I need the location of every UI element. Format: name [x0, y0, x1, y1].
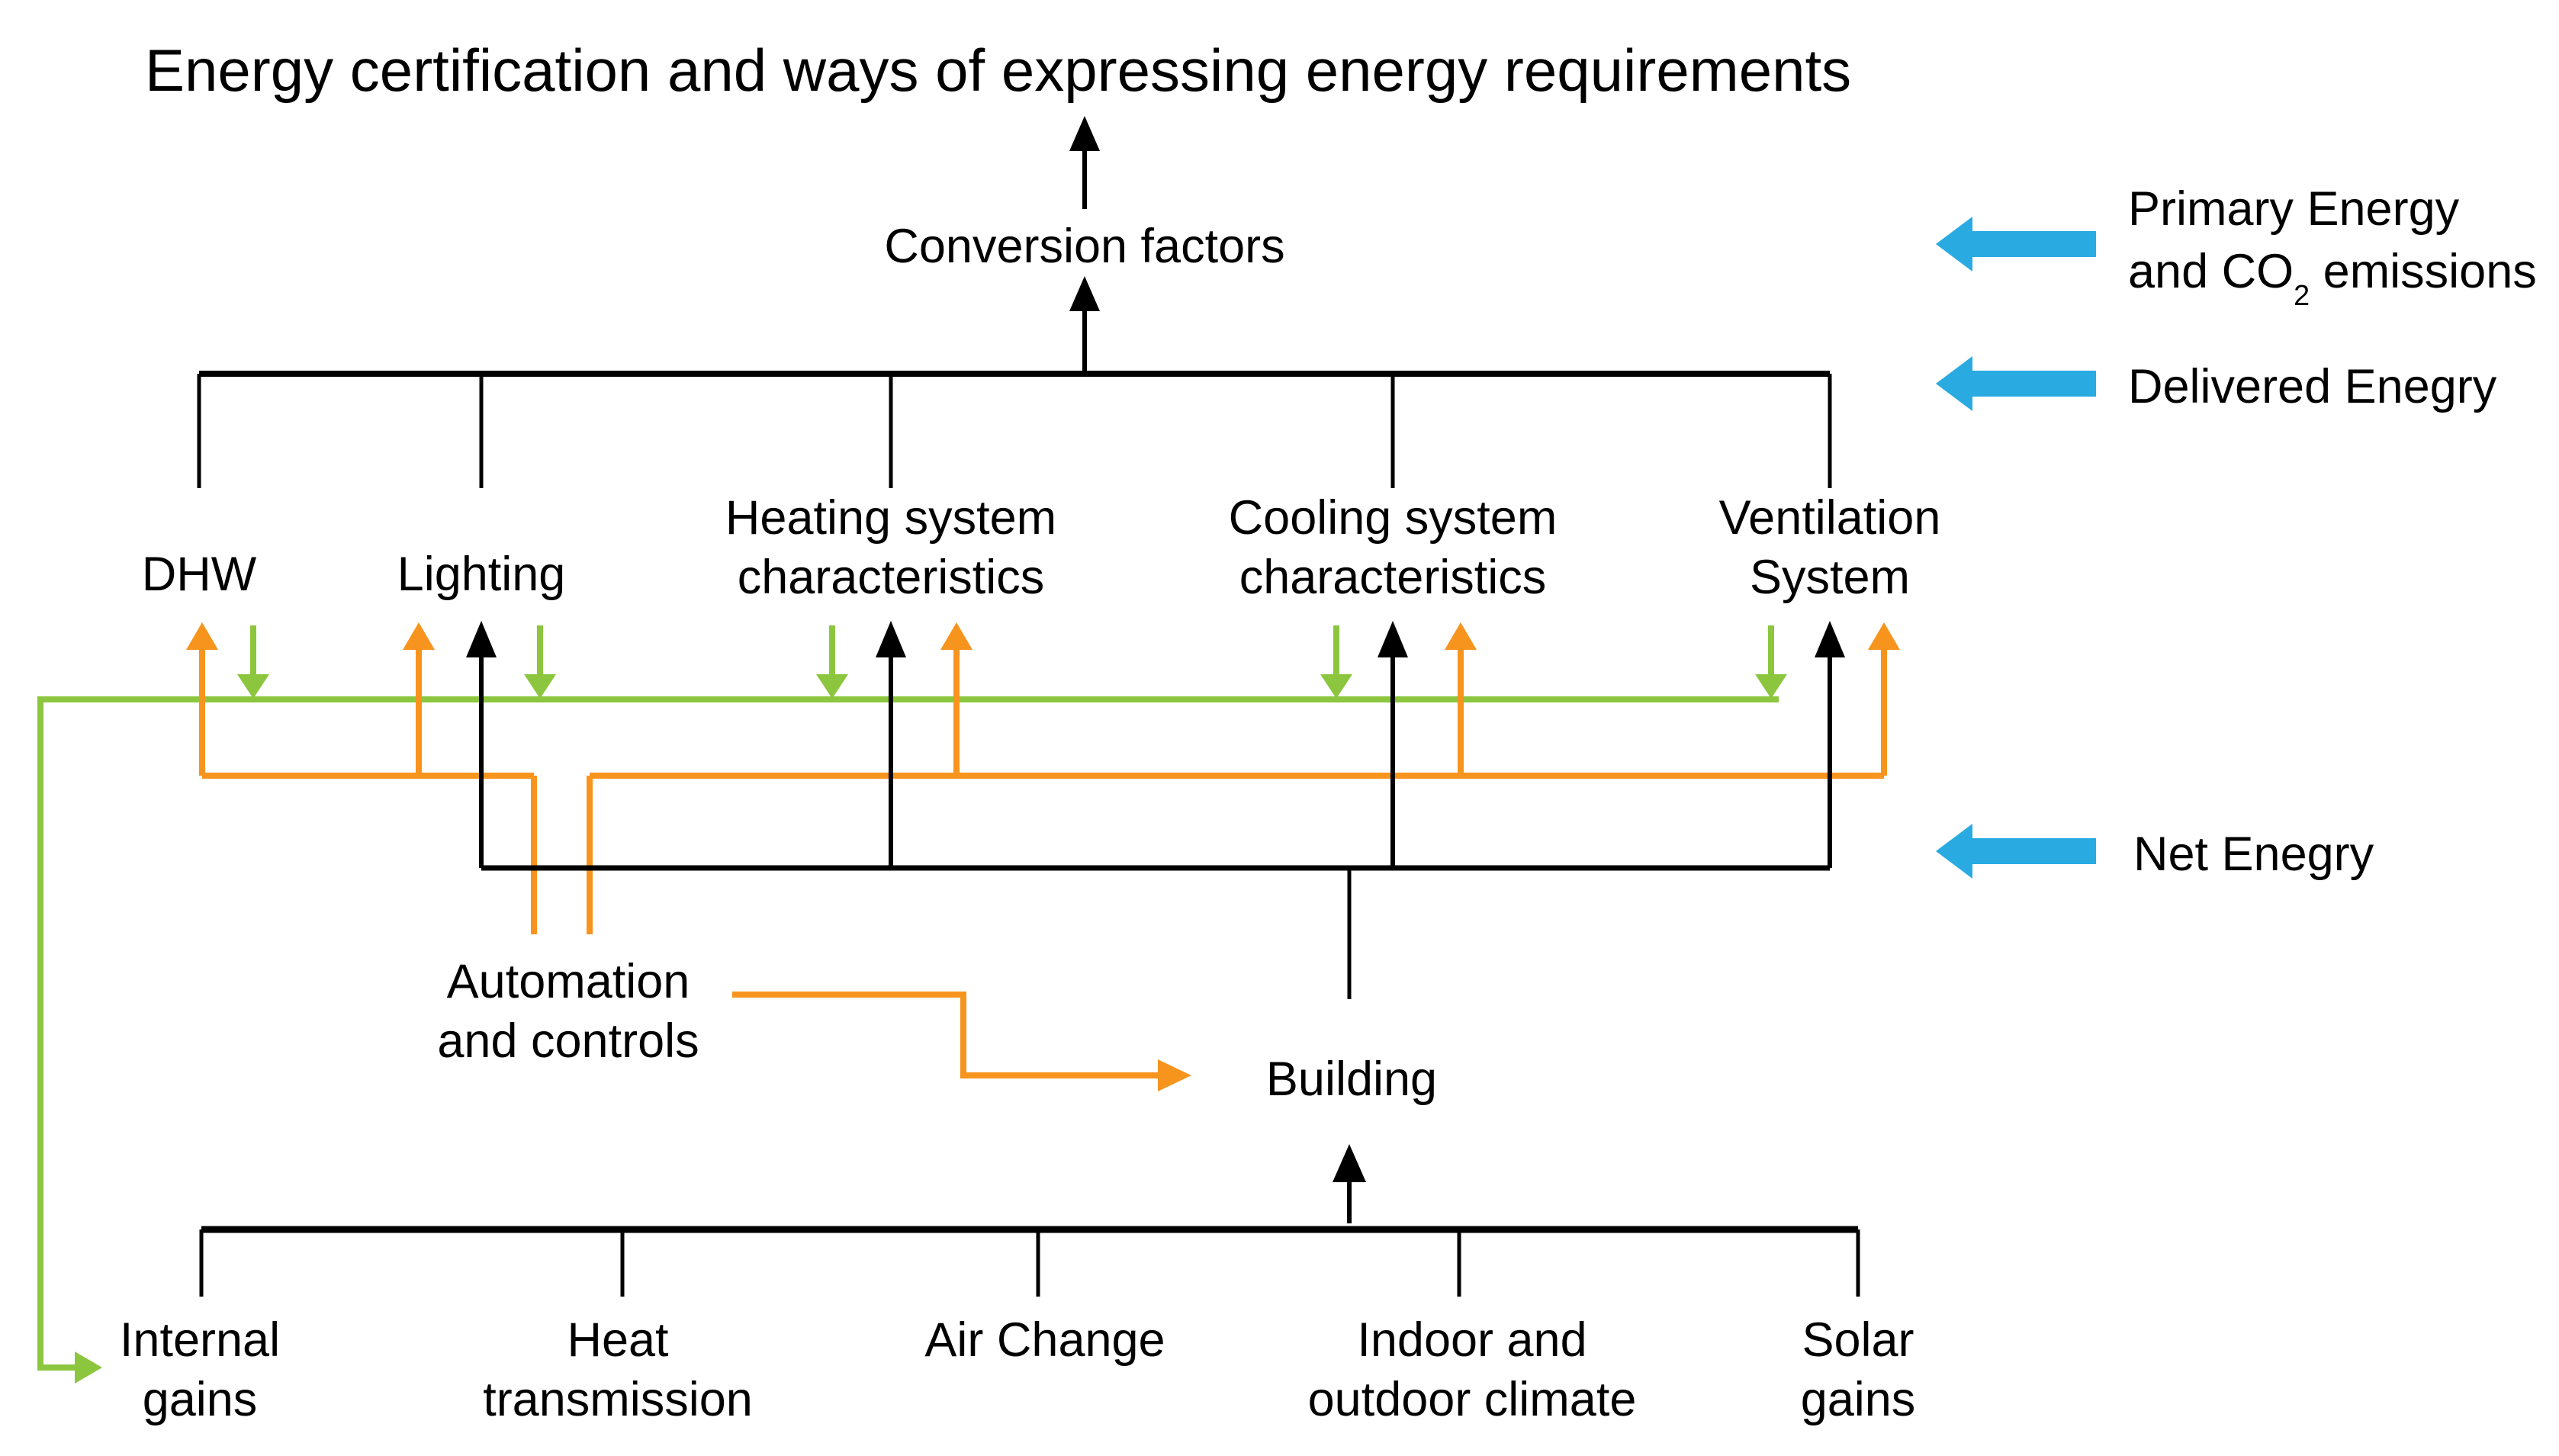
node-internal-gains-line1: Internal [119, 1313, 281, 1367]
green-down-head-ventilation [1755, 674, 1787, 699]
legend-arrows [1936, 217, 2096, 879]
legend-primary-line2-post: emissions [2310, 245, 2537, 298]
node-indoor-outdoor-line1: Indoor and [1357, 1313, 1587, 1367]
node-solar-gains-line1: Solar [1802, 1313, 1914, 1367]
page-title: Energy certification and ways of express… [145, 37, 1852, 104]
node-indoor-outdoor-climate: Indoor and outdoor climate [1308, 1310, 1637, 1429]
node-ventilation-line2: System [1749, 551, 1911, 604]
node-solar-gains-line2: gains [1800, 1373, 1916, 1426]
primary-energy-arrow-icon [1936, 217, 2096, 272]
node-solar-gains: Solar gains [1801, 1310, 1916, 1429]
node-heating-line2: characteristics [737, 551, 1045, 604]
node-ventilation-system: Ventilation System [1719, 488, 1941, 607]
legend-primary-line2-pre: and CO [2128, 245, 2294, 298]
orange-step-arrow-to-building-head [1158, 1059, 1191, 1091]
arrow-to-top-head [1069, 116, 1100, 151]
internal-gains-green-bus [37, 625, 1787, 1384]
green-arrowhead-to-internal-gains [75, 1352, 102, 1384]
black-up-head-heating [876, 621, 906, 657]
legend-delivered-energy: Delivered Enegry [2128, 360, 2497, 413]
green-down-head-cooling [1320, 674, 1352, 699]
node-lighting: Lighting [397, 545, 566, 604]
orange-up-head-cooling [1445, 622, 1477, 650]
building-inputs-bus [199, 1144, 1860, 1297]
orange-step-arrow-to-building-path [732, 992, 1158, 1078]
automation-orange-bus [186, 622, 1900, 1091]
node-air-change: Air Change [924, 1310, 1165, 1370]
orange-up-head-ventilation [1868, 622, 1900, 650]
node-lighting-line: Lighting [397, 548, 566, 601]
node-indoor-outdoor-line2: outdoor climate [1307, 1373, 1637, 1426]
node-dhw-line: DHW [141, 548, 257, 601]
node-conversion-factors: Conversion factors [884, 220, 1285, 273]
node-internal-gains-line2: gains [142, 1373, 258, 1426]
arrow-inputs-to-building-head [1333, 1144, 1366, 1182]
node-air-change-line: Air Change [924, 1313, 1165, 1367]
green-down-head-dhw [237, 674, 269, 699]
legend-primary-energy: Primary Energy and CO2 emissions [2128, 178, 2537, 310]
legend-primary-line2: and CO2 emissions [2128, 240, 2537, 310]
black-up-head-lighting [466, 621, 497, 657]
delivered-energy-bus [197, 371, 1832, 488]
node-cooling-line1: Cooling system [1228, 491, 1558, 545]
node-dhw: DHW [142, 545, 256, 604]
orange-up-head-lighting [403, 622, 435, 650]
node-heating-system: Heating system characteristics [725, 488, 1056, 607]
node-heat-transmission-line1: Heat [567, 1313, 669, 1367]
black-up-head-ventilation [1815, 621, 1845, 657]
green-bus-path [37, 696, 1779, 1371]
node-cooling-line2: characteristics [1239, 551, 1547, 604]
node-automation-controls: Automation and controls [437, 952, 699, 1071]
green-down-head-lighting [524, 674, 556, 699]
black-up-head-cooling [1378, 621, 1408, 657]
conversion-factors-arrows [1069, 116, 1100, 372]
node-automation-line2: and controls [437, 1014, 699, 1068]
orange-up-head-dhw [186, 622, 218, 650]
legend-primary-line1: Primary Energy [2128, 182, 2460, 236]
node-automation-line1: Automation [446, 955, 690, 1008]
node-cooling-system: Cooling system characteristics [1229, 488, 1558, 607]
co2-subscript: 2 [2294, 280, 2310, 313]
node-heating-line1: Heating system [725, 491, 1057, 545]
net-energy-arrow-icon [1936, 824, 2096, 879]
net-energy-black-bus [466, 621, 1845, 999]
arrow-bus-to-conversion-head [1069, 276, 1100, 311]
legend-net-energy: Net Enegry [2133, 828, 2374, 881]
node-building: Building [1265, 1053, 1438, 1106]
node-heat-transmission-line2: transmission [483, 1373, 753, 1426]
green-down-head-heating [816, 674, 848, 699]
node-internal-gains: Internal gains [120, 1310, 280, 1429]
delivered-energy-arrow-icon [1936, 356, 2096, 411]
node-heat-transmission: Heat transmission [483, 1310, 753, 1429]
orange-up-head-heating [940, 622, 972, 650]
node-ventilation-line1: Ventilation [1718, 491, 1941, 545]
